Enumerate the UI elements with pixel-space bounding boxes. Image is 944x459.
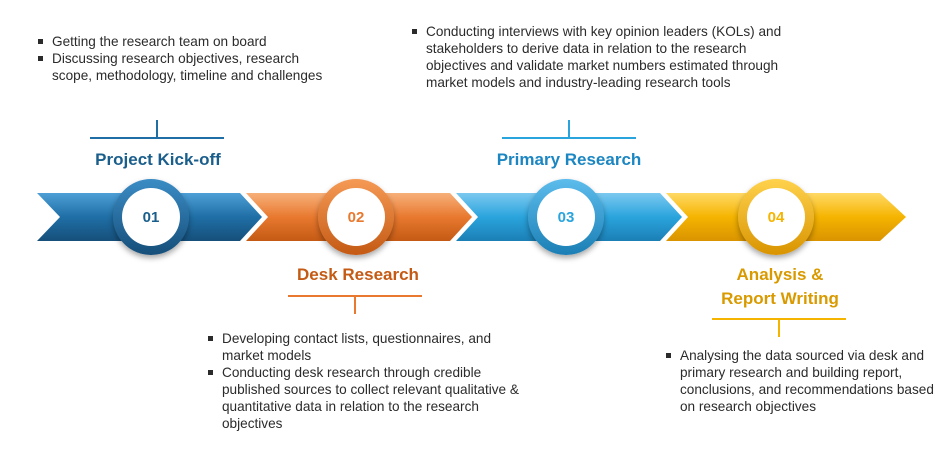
stage-3-bullets: Conducting interviews with key opinion l… — [410, 23, 800, 91]
stage-4-circle: 04 — [738, 179, 814, 255]
stage-2-number: 02 — [327, 188, 385, 246]
stage-2-title: Desk Research — [297, 265, 419, 284]
stage-3-circle: 03 — [528, 179, 604, 255]
stage-4-number: 04 — [747, 188, 805, 246]
stage-1-title: Project Kick-off — [95, 150, 221, 169]
stage-4-title-line-2: Report Writing — [721, 289, 839, 308]
stage-2-connector-vertical — [354, 296, 356, 314]
stage-1-connector-vertical — [156, 120, 158, 138]
stage-2-bullet: Conducting desk research through credibl… — [206, 364, 526, 432]
stage-1-bullet: Discussing research objectives, research… — [36, 50, 326, 84]
stage-4-connector-vertical — [778, 319, 780, 337]
stage-3-bullet: Conducting interviews with key opinion l… — [410, 23, 800, 91]
stage-2-bullets: Developing contact lists, questionnaires… — [206, 330, 526, 432]
stage-4-title-line-1: Analysis & — [736, 265, 824, 284]
stage-3-number: 03 — [537, 188, 595, 246]
stage-1-bullets: Getting the research team on board Discu… — [36, 33, 326, 84]
stage-1-number: 01 — [122, 188, 180, 246]
stage-3-connector-horizontal — [502, 137, 636, 139]
stage-2-circle: 02 — [318, 179, 394, 255]
stage-4-bullet: Analysing the data sourced via desk and … — [664, 347, 936, 415]
stage-1-bullet: Getting the research team on board — [36, 33, 326, 50]
stage-2-bullet: Developing contact lists, questionnaires… — [206, 330, 526, 364]
stage-4-bullets: Analysing the data sourced via desk and … — [664, 347, 936, 415]
stage-1-connector-horizontal — [90, 137, 224, 139]
stage-1-circle: 01 — [113, 179, 189, 255]
stage-3-connector-vertical — [568, 120, 570, 138]
stage-3-title: Primary Research — [496, 150, 642, 169]
